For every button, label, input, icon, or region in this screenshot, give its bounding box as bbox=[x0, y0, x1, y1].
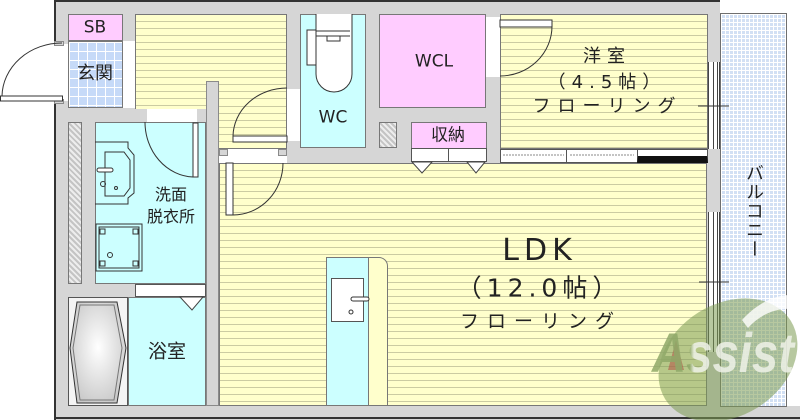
western-room-window bbox=[708, 62, 720, 149]
hatched-wall-left bbox=[68, 122, 82, 284]
hatched-pipe-space bbox=[379, 122, 397, 148]
wc-door-threshold bbox=[287, 89, 300, 141]
bottom-edge-line bbox=[54, 417, 800, 419]
ldk-name: LDK bbox=[502, 233, 577, 268]
wcl-label: WCL bbox=[414, 51, 454, 72]
storage-door-left bbox=[411, 148, 449, 162]
genkan-step bbox=[123, 41, 135, 108]
genkan-entrance-tile bbox=[68, 41, 123, 108]
entrance-jamb-top bbox=[54, 41, 64, 46]
sliding-door-panel-2 bbox=[566, 149, 638, 163]
western-room-size: （4.5帖） bbox=[547, 72, 667, 93]
balcony-label: バルコニー bbox=[743, 163, 764, 259]
hallway-partition-wall bbox=[206, 81, 219, 406]
ldk-door-jamb-right bbox=[278, 149, 287, 156]
washroom-label-line2: 脱衣所 bbox=[146, 207, 196, 226]
kitchen-counter-edge bbox=[368, 257, 388, 406]
bathroom-label: 浴室 bbox=[147, 340, 187, 363]
storage-label: 収納 bbox=[431, 125, 465, 146]
ldk-door-threshold bbox=[219, 149, 287, 163]
wcl-door-threshold bbox=[486, 17, 500, 77]
wc-floor bbox=[300, 14, 366, 148]
washroom-door-threshold bbox=[147, 109, 197, 122]
western-room-name: 洋室 bbox=[583, 46, 631, 67]
kitchen-sink bbox=[331, 278, 364, 322]
western-room-floor bbox=[500, 14, 708, 149]
sliding-door-panel-1 bbox=[500, 149, 567, 163]
washroom-label-line1: 洗面 bbox=[154, 185, 188, 204]
ldk-size: （12.0帖） bbox=[456, 273, 623, 303]
bathroom-floor bbox=[128, 297, 206, 406]
bathtub-area bbox=[68, 297, 128, 406]
ldk-flooring: フローリング bbox=[459, 310, 623, 333]
ldk-window bbox=[708, 212, 720, 352]
entrance-jamb-bottom bbox=[54, 99, 64, 104]
shoe-box-sb bbox=[68, 14, 123, 41]
entrance-opening bbox=[54, 44, 68, 101]
washroom-floor bbox=[95, 122, 206, 284]
ldk-floor bbox=[219, 163, 707, 406]
wc-label: WC bbox=[318, 107, 348, 128]
genkan-label: 玄関 bbox=[77, 63, 113, 84]
sb-label: SB bbox=[83, 17, 107, 38]
bathroom-folding-door bbox=[135, 284, 206, 297]
walk-in-closet bbox=[379, 14, 486, 108]
ldk-door-jamb-left bbox=[219, 149, 228, 156]
western-room-flooring: フローリング bbox=[532, 96, 683, 117]
storage-door-right bbox=[448, 148, 487, 162]
sliding-door-panel-3 bbox=[637, 149, 708, 163]
hallway-floor-lower bbox=[219, 100, 287, 149]
